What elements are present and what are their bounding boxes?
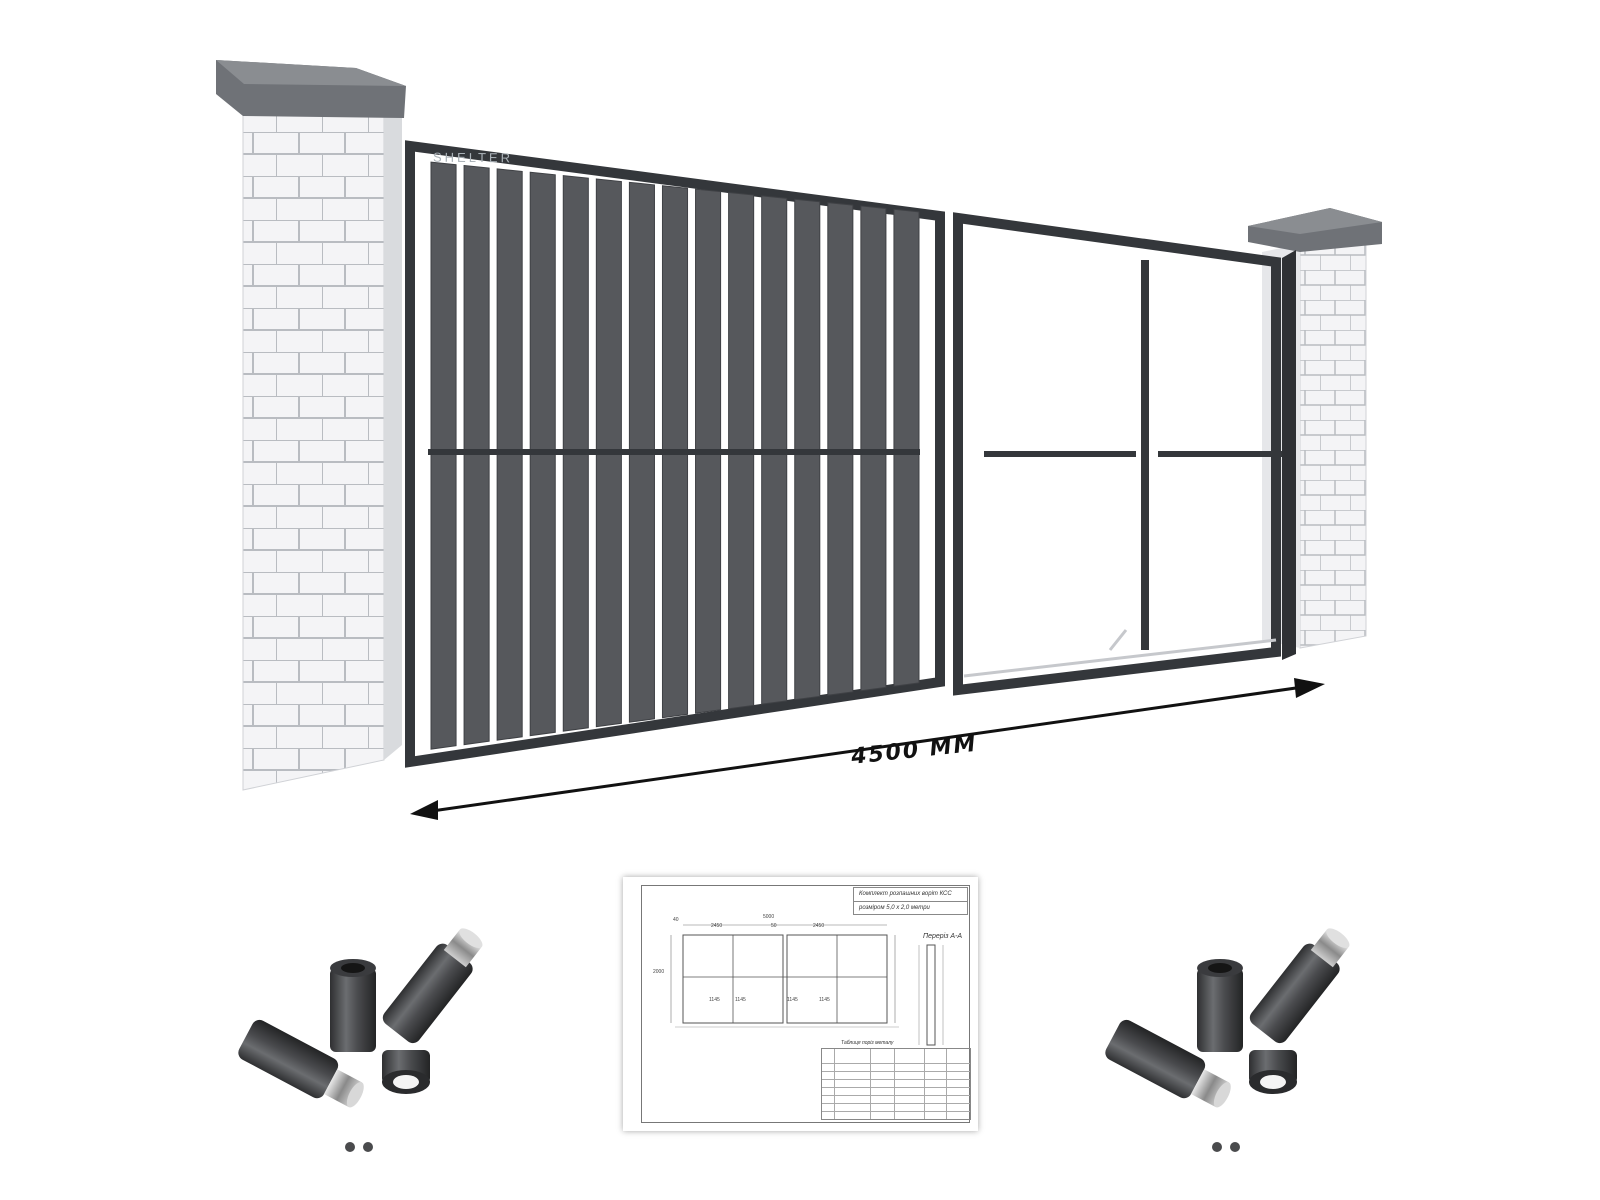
- fence-pickets: [430, 161, 920, 750]
- dim-50: 50: [771, 923, 777, 929]
- dim-2000: 2000: [653, 969, 665, 975]
- left-gate-leaf: [405, 140, 945, 768]
- dim-2450-right: 2450: [813, 923, 825, 929]
- right-pillar: [1248, 208, 1382, 649]
- left-hinge-set: [238, 928, 483, 1152]
- hinge-set-icon: [1105, 928, 1350, 1152]
- dim-1145-d: 1145: [819, 997, 830, 1003]
- fence-picket: [430, 161, 457, 750]
- drawing-subtitle: розміром 5,0 х 2,0 метри: [859, 905, 930, 911]
- dim-1145-b: 1145: [735, 997, 746, 1003]
- fence-picket: [860, 205, 887, 692]
- cut-table: [821, 1048, 971, 1120]
- drawing-frame: [641, 885, 970, 1123]
- dim-5000: 5000: [763, 914, 775, 920]
- dim-1145-a: 1145: [709, 997, 720, 1003]
- title-block-row-2: [853, 901, 968, 915]
- brand-logo: SHELTER: [432, 149, 514, 166]
- width-dimension-arrow: [410, 678, 1325, 820]
- gate-schematic: [670, 924, 899, 1028]
- right-gate-leaf: [953, 212, 1296, 696]
- dim-2450-left: 2450: [711, 923, 723, 929]
- drawing-title: Комплект розпашних воріт КСС: [859, 891, 952, 897]
- dim-40: 40: [673, 917, 679, 923]
- section-label: Переріз А-А: [923, 933, 963, 940]
- hinge-set-icon: [238, 928, 483, 1152]
- section-schematic: [918, 944, 944, 1046]
- technical-drawing-sheet: Комплект розпашних воріт КСС розміром 5,…: [623, 877, 978, 1131]
- dim-1145-c: 1145: [787, 997, 798, 1003]
- fence-picket: [893, 208, 920, 687]
- cut-table-title: Таблиця поріз металу: [841, 1040, 894, 1046]
- left-pillar: [216, 60, 406, 791]
- fence-picket: [463, 164, 490, 746]
- fence-picket: [827, 202, 854, 696]
- right-hinge-set: [1105, 928, 1350, 1152]
- title-block-row-1: [853, 887, 968, 902]
